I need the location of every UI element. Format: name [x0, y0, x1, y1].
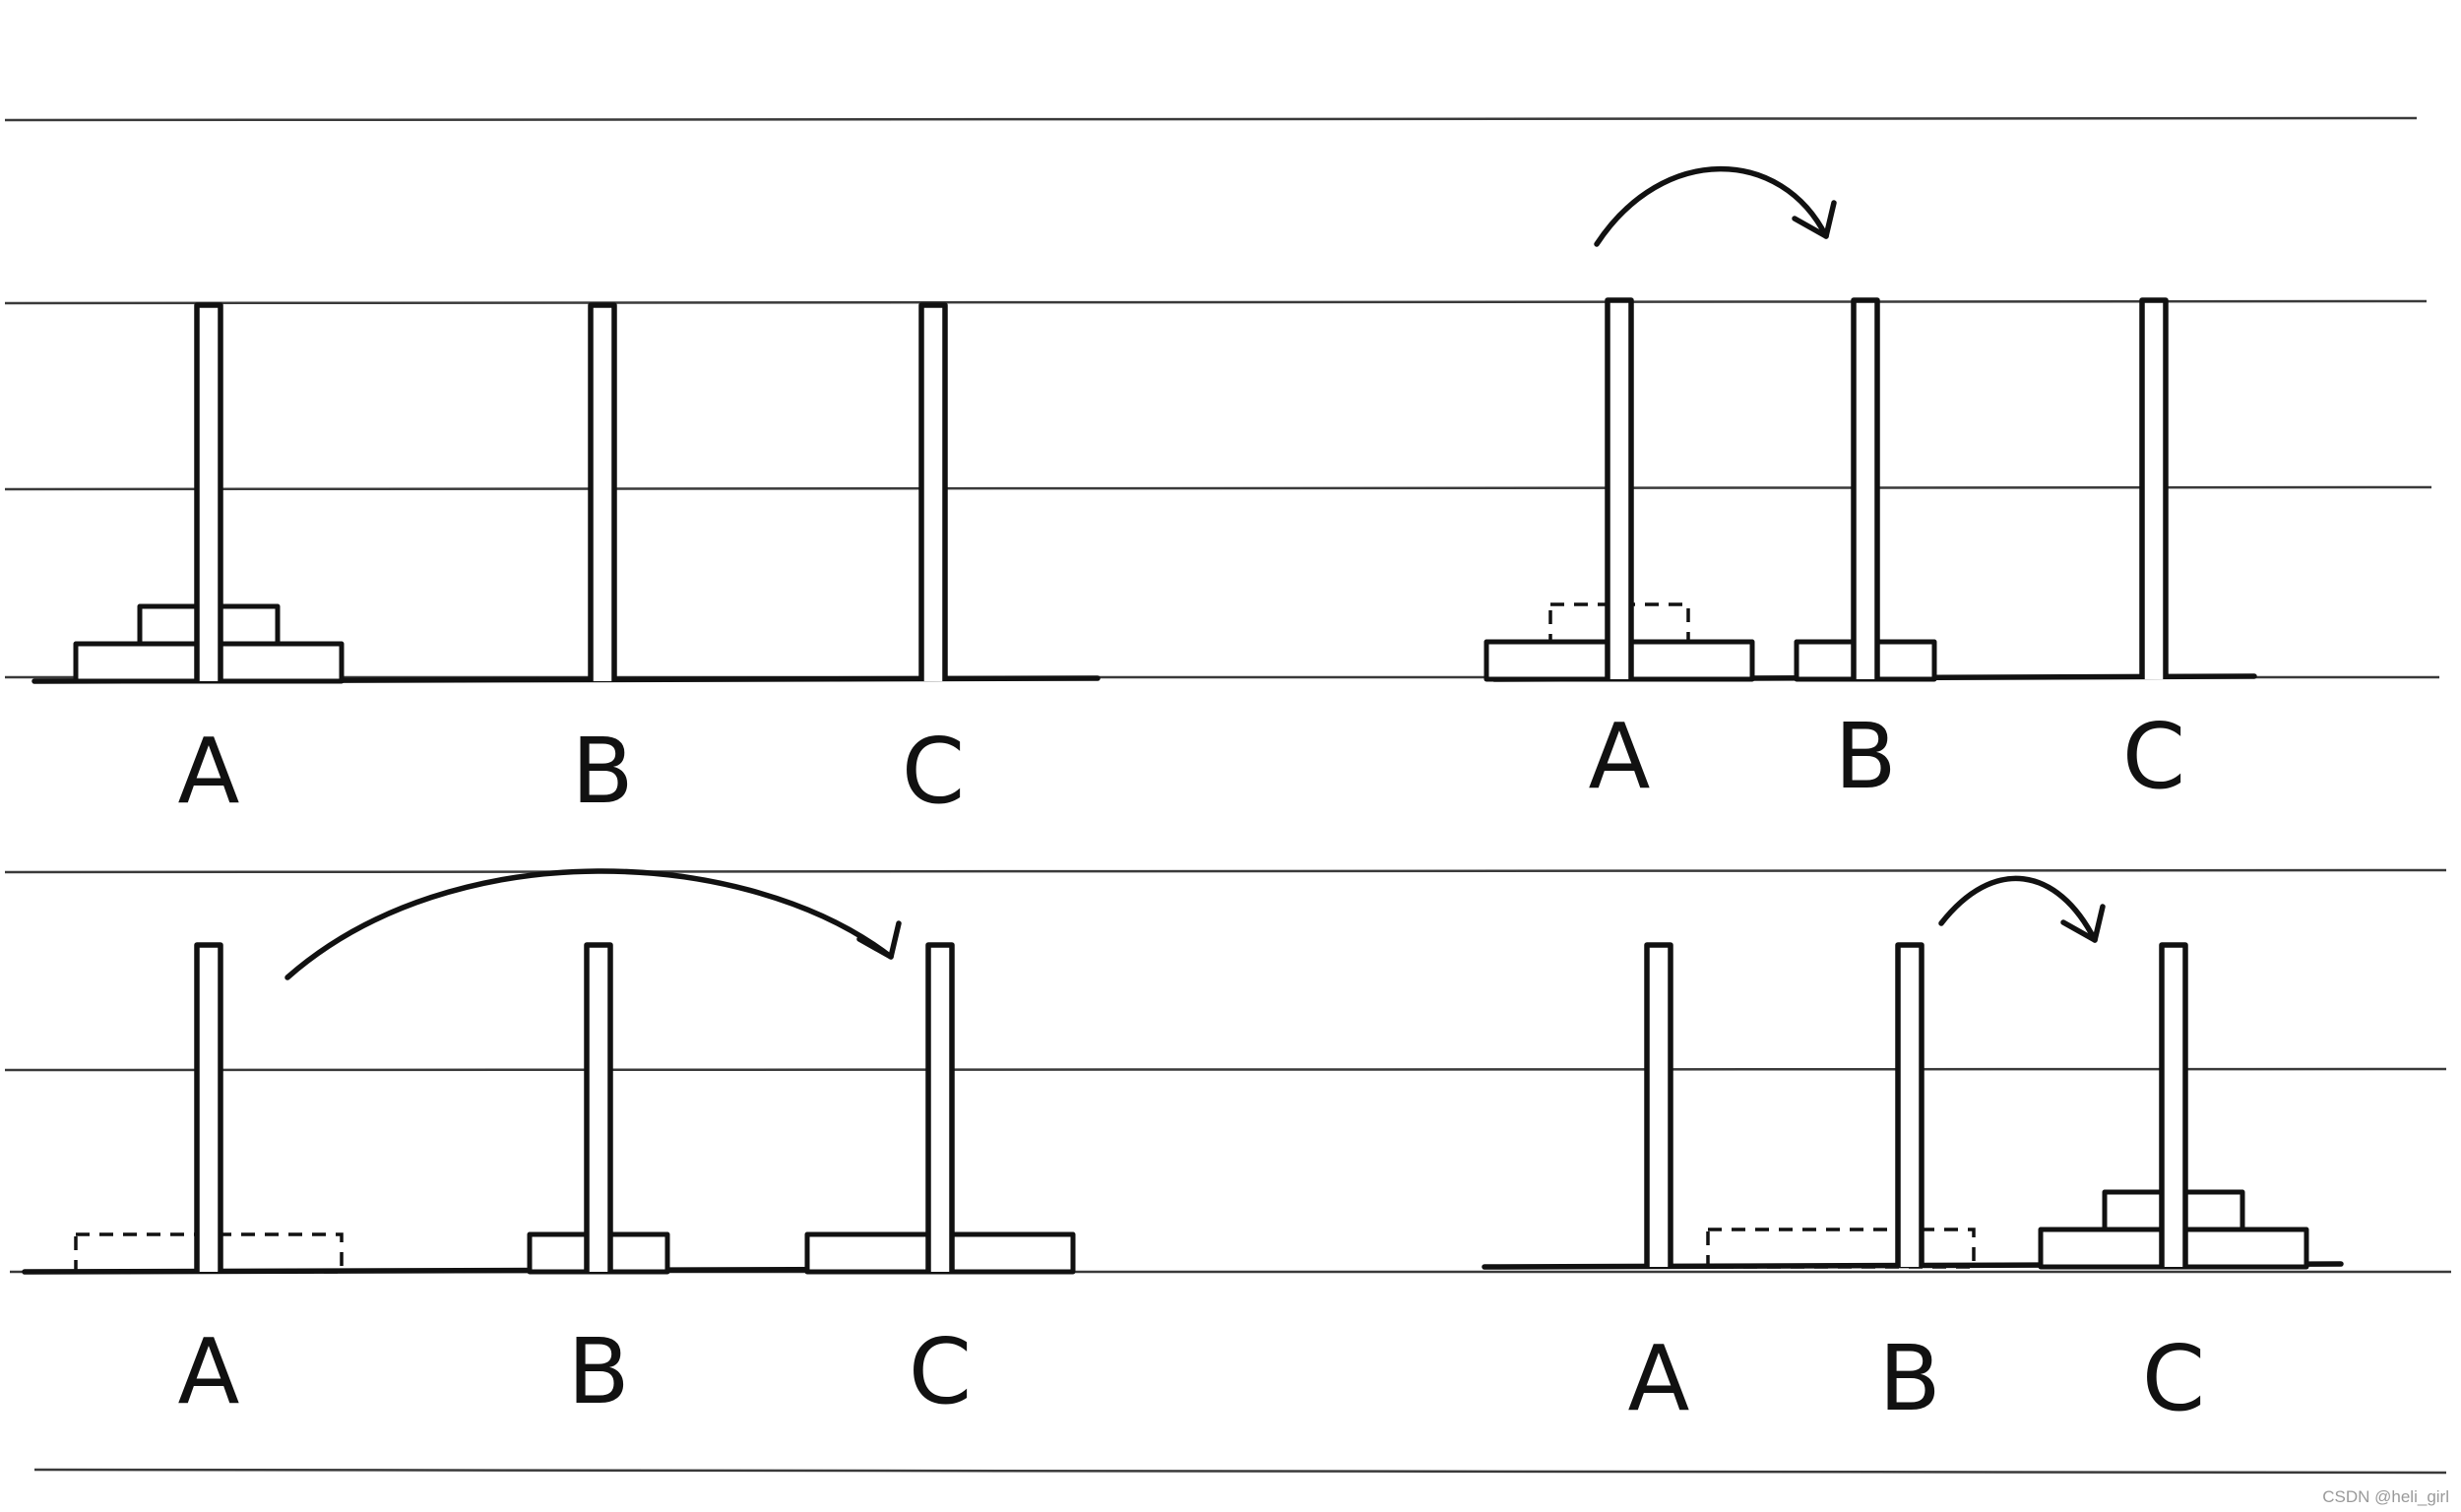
peg-label-c: C — [902, 719, 965, 824]
peg-B — [1854, 300, 1877, 679]
peg-label-b: B — [567, 1319, 629, 1424]
peg-label-b: B — [1878, 1326, 1940, 1431]
peg-B — [587, 945, 610, 1272]
peg-label-b: B — [571, 719, 633, 824]
peg-label-b: B — [1834, 704, 1896, 809]
ghost-disk — [1708, 1229, 1974, 1267]
peg-label-a: A — [178, 719, 240, 824]
panel-step-4: A B C — [1484, 878, 2341, 1431]
panel-step-1: A B C — [34, 305, 1098, 824]
peg-A — [197, 945, 221, 1272]
peg-A — [197, 305, 221, 681]
hanoi-panels: A B C A B C A B C A B C — [25, 169, 2341, 1431]
ruled-line — [5, 870, 2446, 872]
ruled-line — [34, 1470, 2446, 1473]
peg-label-a: A — [1589, 704, 1651, 809]
peg-label-a: A — [178, 1319, 240, 1424]
ruled-line — [5, 301, 2427, 303]
peg-C — [2142, 300, 2166, 679]
move-arrow — [1597, 169, 1834, 244]
peg-label-a: A — [1628, 1326, 1690, 1431]
move-arrow — [1941, 878, 2103, 940]
peg-label-c: C — [909, 1319, 972, 1424]
peg-B — [1898, 945, 1922, 1267]
peg-label-c: C — [2122, 704, 2185, 809]
ruled-line — [5, 118, 2417, 120]
peg-C — [921, 305, 945, 681]
ruled-line — [5, 1069, 2446, 1070]
panel-step-3: A B C — [25, 871, 1073, 1424]
ruled-line — [5, 487, 2431, 489]
peg-B — [591, 305, 614, 681]
watermark: CSDN @heli_girl — [2322, 1487, 2449, 1506]
peg-A — [1647, 945, 1671, 1267]
peg-C — [2162, 945, 2185, 1267]
peg-label-c: C — [2142, 1326, 2205, 1431]
peg-A — [1608, 300, 1631, 679]
peg-C — [928, 945, 952, 1272]
